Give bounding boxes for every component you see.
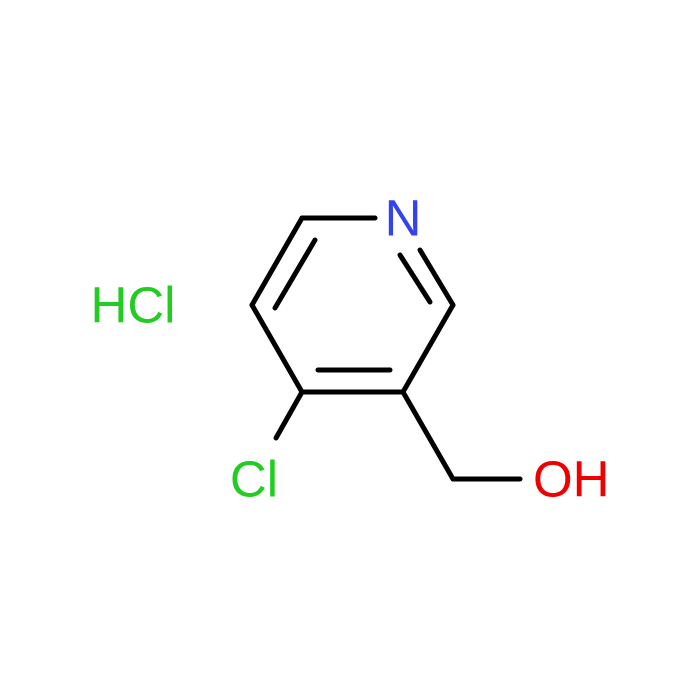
bond-c4-cl [273, 389, 305, 441]
bond-c3-c4 [249, 302, 305, 395]
counterion-label: HCl [91, 277, 176, 334]
bond-c6-n [417, 247, 456, 308]
bond-c2-c3-ring [249, 215, 305, 308]
atom-label-hydroxyl: OH [533, 451, 610, 508]
bond-c5-ch2 [400, 389, 456, 482]
bond-c5-c6 [400, 302, 456, 395]
bond-c2-c3-ring-inner [272, 237, 318, 311]
atom-label-chlorine: Cl [230, 451, 278, 508]
atom-label-nitrogen: N [385, 190, 422, 247]
bond-c6-n-inner [397, 252, 433, 305]
